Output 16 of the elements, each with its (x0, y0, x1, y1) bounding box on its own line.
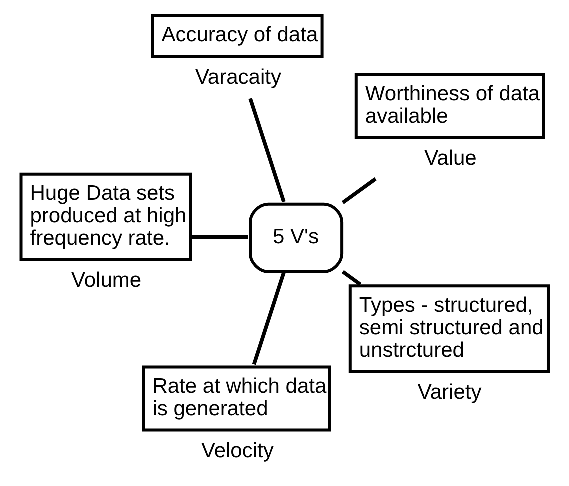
node-box: Types - structured, semi structured and unstrctured (348, 284, 550, 374)
node-box: 5 V's (249, 202, 344, 274)
node-box: Worthiness of data available (354, 73, 546, 140)
node-label: Value (424, 146, 477, 170)
connector (342, 178, 377, 204)
node-label: Velocity (201, 440, 274, 463)
node-box: Accuracy of data (151, 14, 324, 58)
node-label: Varacaity (195, 66, 282, 89)
connector (252, 272, 286, 366)
connector (192, 236, 248, 240)
node-label: Variety (418, 381, 482, 404)
connector (342, 270, 362, 286)
node-label: Volume (72, 269, 142, 292)
connector (248, 98, 286, 203)
node-box: Rate at which data is generated (142, 366, 332, 432)
node-box: Huge Data sets produced at high frequency rate. (20, 172, 192, 262)
